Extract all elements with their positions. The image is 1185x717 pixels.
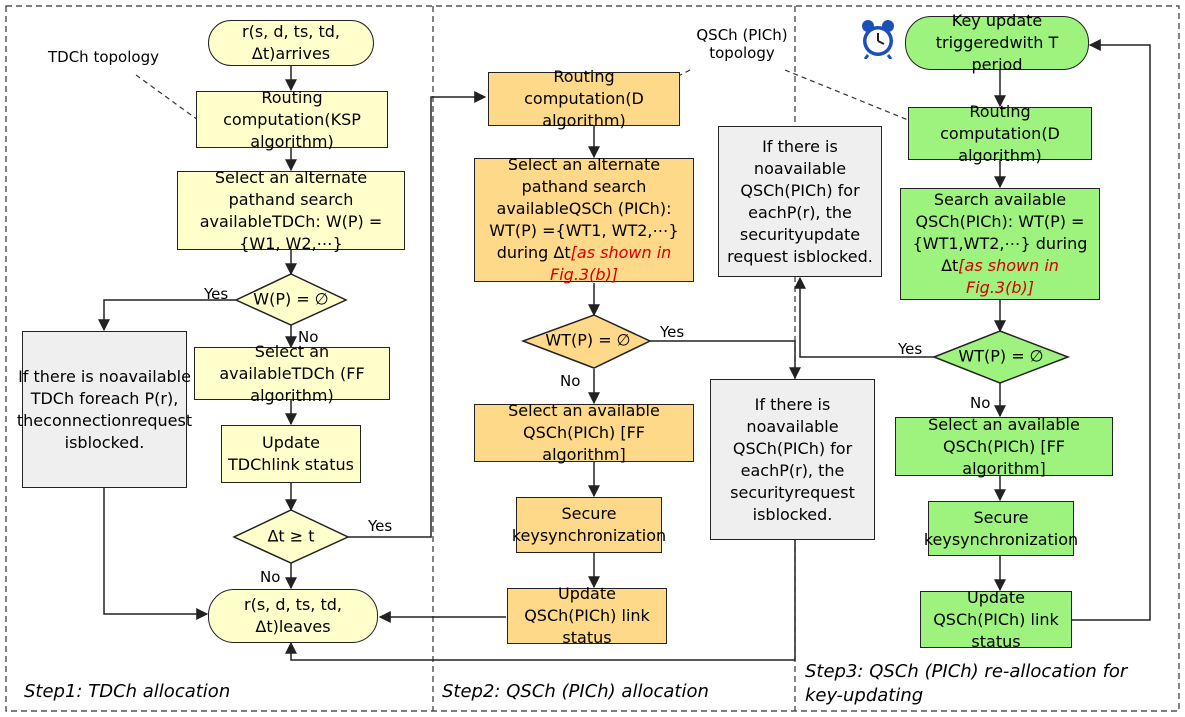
step2-update-box: Update QSCh(PICh) link status xyxy=(507,584,667,647)
step2-sync-box: Secure keysynchronization xyxy=(512,497,666,553)
step2-select-path-box: Select an alternate pathand search avail… xyxy=(474,155,694,284)
step1-select-ff-box: Select an availableTDCh (FF algorithm) xyxy=(194,342,390,405)
tdch-blocked-box: If there is noavailable TDCh foreach P(r… xyxy=(17,331,192,488)
yes-label: Yes xyxy=(660,323,685,341)
no-label: No xyxy=(560,372,581,390)
request-arrives-terminal: r(s, d, ts, td, Δt)arrives xyxy=(208,20,374,66)
tdch-topology-label: TDCh topology xyxy=(48,48,159,66)
decision-diamonds xyxy=(232,273,1071,564)
decision-wp-empty-text: W(P) = ∅ xyxy=(253,290,328,309)
decision-wp-empty xyxy=(234,273,348,326)
decision-wtp-empty-step3 xyxy=(931,330,1071,384)
step2-caption: Step2: QSCh (PICh) allocation xyxy=(442,681,709,702)
yes-label: Yes xyxy=(898,340,923,358)
step1-select-path-box: Select an alternate pathand search avail… xyxy=(177,168,405,253)
yes-label: Yes xyxy=(368,517,393,535)
step1-caption: Step1: TDCh allocation xyxy=(24,681,231,702)
step3-search-box: Search available QSCh(PICh): WT(P) = {WT… xyxy=(900,188,1100,300)
step3-select-ff-box: Select an available QSCh(PICh) [FF algor… xyxy=(895,415,1113,478)
qsch-blocked-box: If there is noavailable QSCh(PICh) for e… xyxy=(710,379,875,540)
step2-select-ff-box: Select an available QSCh(PICh) [FF algor… xyxy=(474,401,694,464)
qsch-topology-label: QSCh (PICh) topology xyxy=(696,26,788,62)
decision-wtp-empty-step2 xyxy=(520,314,652,369)
step2-connectors xyxy=(285,126,801,661)
no-label: No xyxy=(260,568,281,586)
step3-routing-box: Routing computation(D algorithm) xyxy=(908,102,1092,165)
step3-note: [as shown in Fig.3(b)] xyxy=(958,256,1059,297)
step3-connectors xyxy=(794,39,1151,621)
no-label: No xyxy=(298,328,319,346)
alarm-clock-icon xyxy=(862,20,894,59)
decision-wtp-step2-text: WT(P) = ∅ xyxy=(545,331,630,350)
step1-routing-box: Routing computation(KSP algorithm) xyxy=(196,88,388,151)
step3-update-box: Update QSCh(PICh) link status xyxy=(920,588,1072,651)
security-update-blocked-box: If there is noavailable QSCh(PICh) for e… xyxy=(718,126,882,277)
step1-update-box: Update TDChlink status xyxy=(221,425,361,483)
decision-dt-ge-t xyxy=(232,509,350,564)
yes-label: Yes xyxy=(204,285,229,303)
key-update-trigger-terminal: Key update triggeredwith T period xyxy=(905,11,1089,74)
step3-sync-box: Secure keysynchronization xyxy=(924,501,1078,556)
no-label: No xyxy=(970,394,991,412)
step2-note: [as shown in Fig.3(b)] xyxy=(550,243,672,284)
step3-caption: Step3: QSCh (PICh) re-allocation for key… xyxy=(805,661,1128,706)
decision-wtp-step3-text: WT(P) = ∅ xyxy=(958,347,1043,366)
step1-connectors xyxy=(98,65,487,620)
step2-routing-box: Routing computation(D algorithm) xyxy=(488,67,680,130)
request-leaves-terminal: r(s, d, ts, td, Δt)leaves xyxy=(208,589,378,643)
decision-dt-text: Δt ≥ t xyxy=(267,527,314,546)
